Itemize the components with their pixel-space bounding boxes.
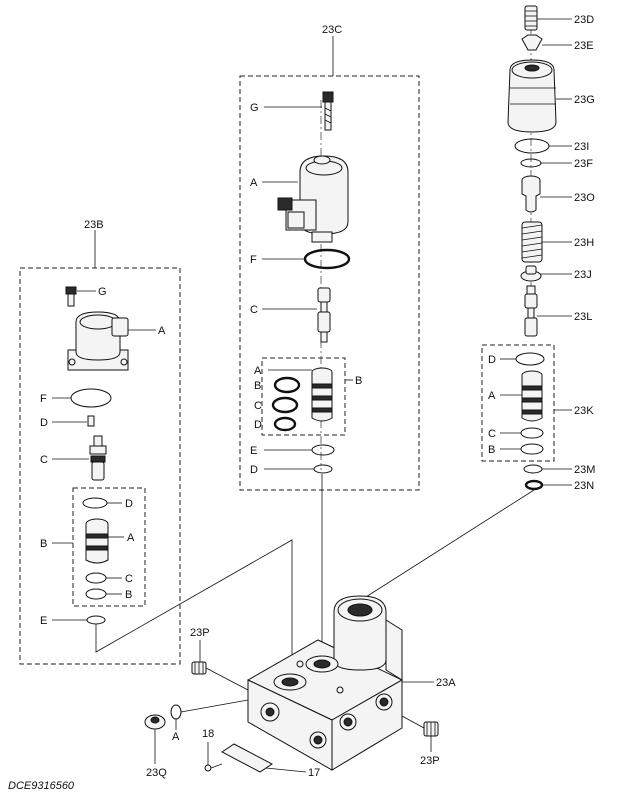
oring-b2-23b [85,588,107,600]
label-23i: 23I [574,141,589,153]
label-23h: 23H [574,237,594,249]
drawing-code: DCE9316560 [8,780,75,792]
retainer-23j [520,265,542,282]
label-a-23k: A [488,390,496,402]
oring-f-23b [70,388,112,408]
oring-c-23c [271,396,299,414]
spool-23l [524,285,538,337]
label-23b: 23B [84,219,104,231]
subgroup-b-23b-box [72,487,146,607]
spool-c-23b [89,435,107,481]
label-e-23c: E [250,445,257,457]
oring-b-23k [520,443,544,455]
label-e-23b: E [40,615,47,627]
ring-23n [524,479,544,491]
label-f-23b: F [40,393,47,405]
nut-23e [521,34,543,51]
group-23c-box [239,75,420,491]
label-c2-23c: C [254,400,262,412]
group-23k-box [481,344,555,462]
label-c-23b: C [40,454,48,466]
oring-23i [514,138,550,154]
label-c-23k: C [488,428,496,440]
plug-23q [144,714,166,730]
group-23c: 23C G A F [239,24,420,660]
pin-d-23b [87,415,95,427]
plug-23p-upper [191,661,207,675]
plug-23p-lower [423,721,439,737]
group-23b: 23B G A F D C B [19,219,293,680]
label-23n: 23N [574,480,594,492]
label-23j: 23J [574,269,592,281]
right-stack: 23D 23E 23G 23I 23F 23O 23H [357,5,595,603]
oring-f-23c [303,248,351,270]
screw-18 [204,763,223,772]
label-a-23b: A [158,325,166,337]
oring-c-23k [520,427,544,439]
label-a-23q: A [172,731,180,743]
label-b-23c: B [254,380,261,392]
label-23l: 23L [574,311,592,323]
oring-d-23c [273,416,297,432]
label-23g: 23G [574,94,595,106]
ring-d2-23c [313,464,333,474]
label-a2-23c: A [254,365,262,377]
label-a-23c: A [250,177,258,189]
spring-23h [521,221,543,263]
label-b-23k: B [488,444,495,456]
label-23q: 23Q [146,767,167,779]
oring-c2-23b [85,572,107,584]
label-b2-23b: B [125,589,132,601]
label-18: 18 [202,728,214,740]
solenoid-a-23b [67,311,129,371]
label-23o: 23O [574,192,595,204]
valve-block-23a [246,595,404,771]
group-23b-box [19,267,181,665]
label-23p-lower: 23P [420,755,440,767]
cap-23g [507,59,557,133]
bolt-g-23b [65,286,77,307]
bolt-g-23c [322,91,334,131]
label-a2-23b: A [127,532,135,544]
sleeve-a-23b [85,518,109,564]
label-23a: 23A [436,677,456,689]
label-d2-23b: D [125,498,133,510]
label-c2-23b: C [125,573,133,585]
oring-d-23k [515,352,545,366]
label-b-group-23b: B [40,538,47,550]
ring-e-23c [311,444,335,456]
label-23m: 23M [574,464,595,476]
plunger-23o [521,175,541,213]
label-d-23c: D [254,419,262,431]
label-c-23c: C [250,304,258,316]
ring-e-23b [86,615,106,625]
label-23d: 23D [574,14,594,26]
label-g-23c: G [250,102,259,114]
screw-23d [524,5,538,31]
label-23p-upper: 23P [190,627,210,639]
subgroup-b-23c-box [261,357,346,436]
label-f-23c: F [250,254,257,266]
plate-17 [221,743,273,773]
label-23f: 23F [574,158,593,170]
label-23c: 23C [322,24,342,36]
oring-d2-23b [82,497,108,509]
label-23k: 23K [574,405,594,417]
oring-b-23c [273,376,301,394]
label-g-23b: G [98,286,107,298]
label-23e: 23E [574,40,594,52]
ring-23m [523,464,543,474]
label-b-group-23c: B [355,375,362,387]
spool-c-23c [317,287,331,343]
label-d-23k: D [488,354,496,366]
label-d-23b: D [40,417,48,429]
oring-a-23q [170,704,182,720]
sleeve-a-23k [521,370,543,422]
label-d2-23c: D [250,464,258,476]
label-17: 17 [308,767,320,779]
solenoid-a-23c [277,155,349,243]
sleeve-a-23c [311,367,333,422]
